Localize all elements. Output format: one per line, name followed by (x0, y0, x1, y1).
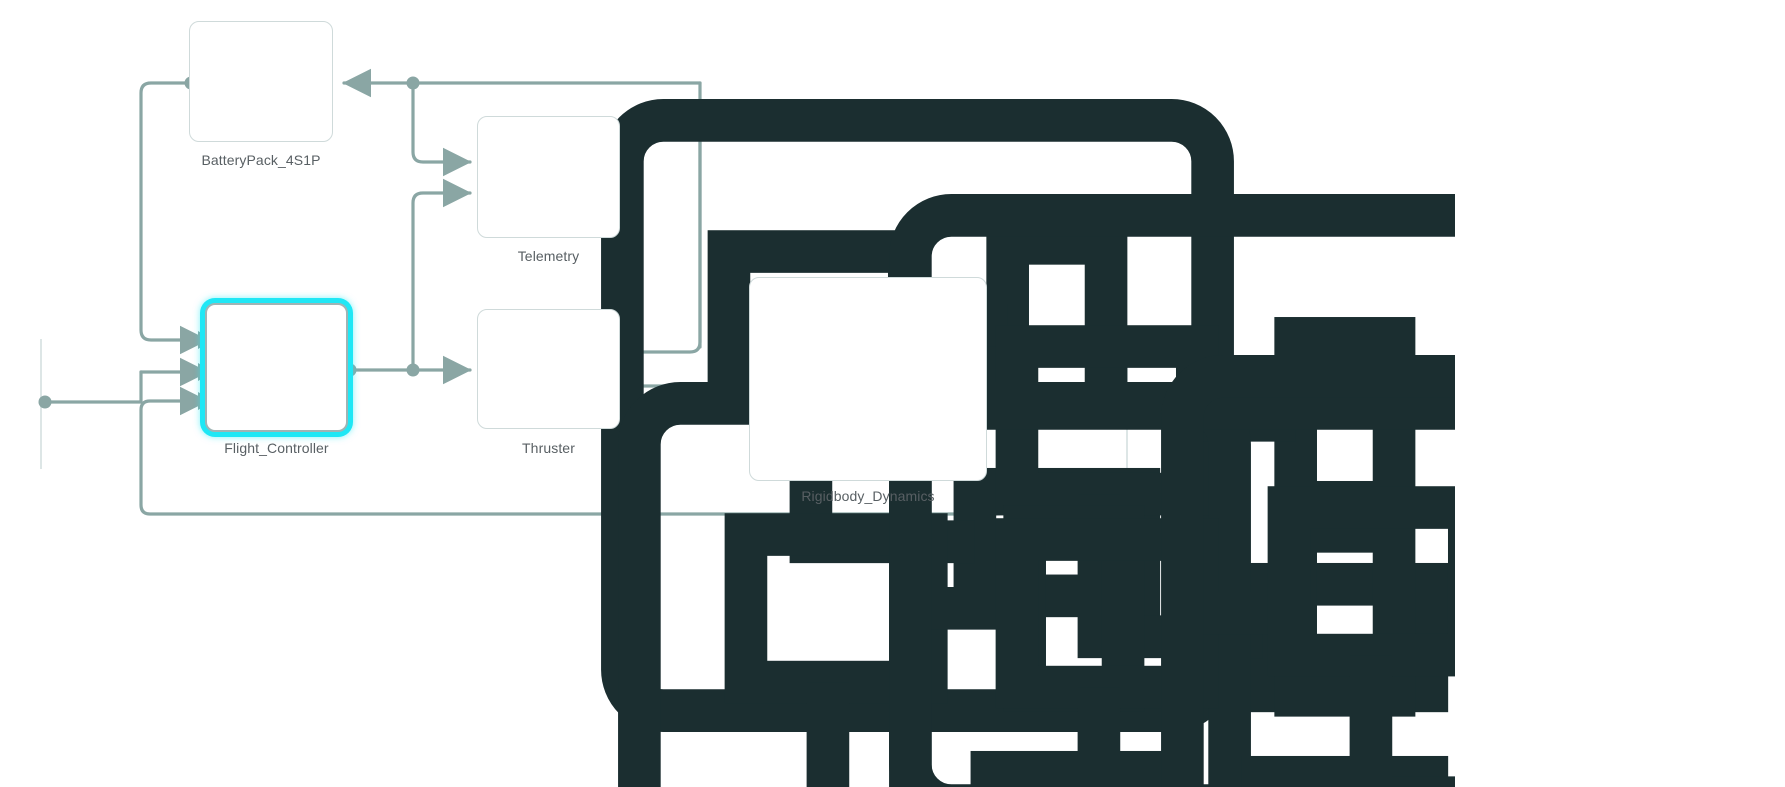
node-telemetry[interactable] (477, 116, 1455, 787)
submodel-icon (522, 150, 1455, 787)
port-dot-trunk-top (406, 76, 420, 90)
port-dot-trunk-mid (406, 363, 420, 377)
port-dot-canvas-input (38, 395, 52, 409)
submodel-icon (234, 55, 1234, 732)
node-label-rigidbody-dynamics: Rigidbody_Dynamics (801, 488, 935, 504)
node-label-batterypack: BatteryPack_4S1P (201, 152, 321, 168)
node-label-telemetry: Telemetry (517, 248, 580, 264)
submodel-icon (841, 352, 1455, 787)
node-rigidbody-dynamics[interactable] (749, 277, 1455, 787)
node-thruster[interactable] (477, 309, 1455, 787)
node-label-thruster: Thruster (522, 440, 575, 456)
properties-panel: PARAMETER DEFINITIONS INPUTS BatteryVolt… (1455, 0, 1785, 787)
submodel-icon (250, 341, 1251, 787)
submodel-icon (522, 342, 1455, 787)
node-batterypack[interactable] (189, 21, 1234, 732)
node-label-flight-controller: Flight_Controller (224, 440, 329, 456)
node-flight-controller[interactable] (205, 303, 1251, 787)
diagram-canvas[interactable]: BatteryPack_4S1P Telemetry (0, 0, 1455, 787)
